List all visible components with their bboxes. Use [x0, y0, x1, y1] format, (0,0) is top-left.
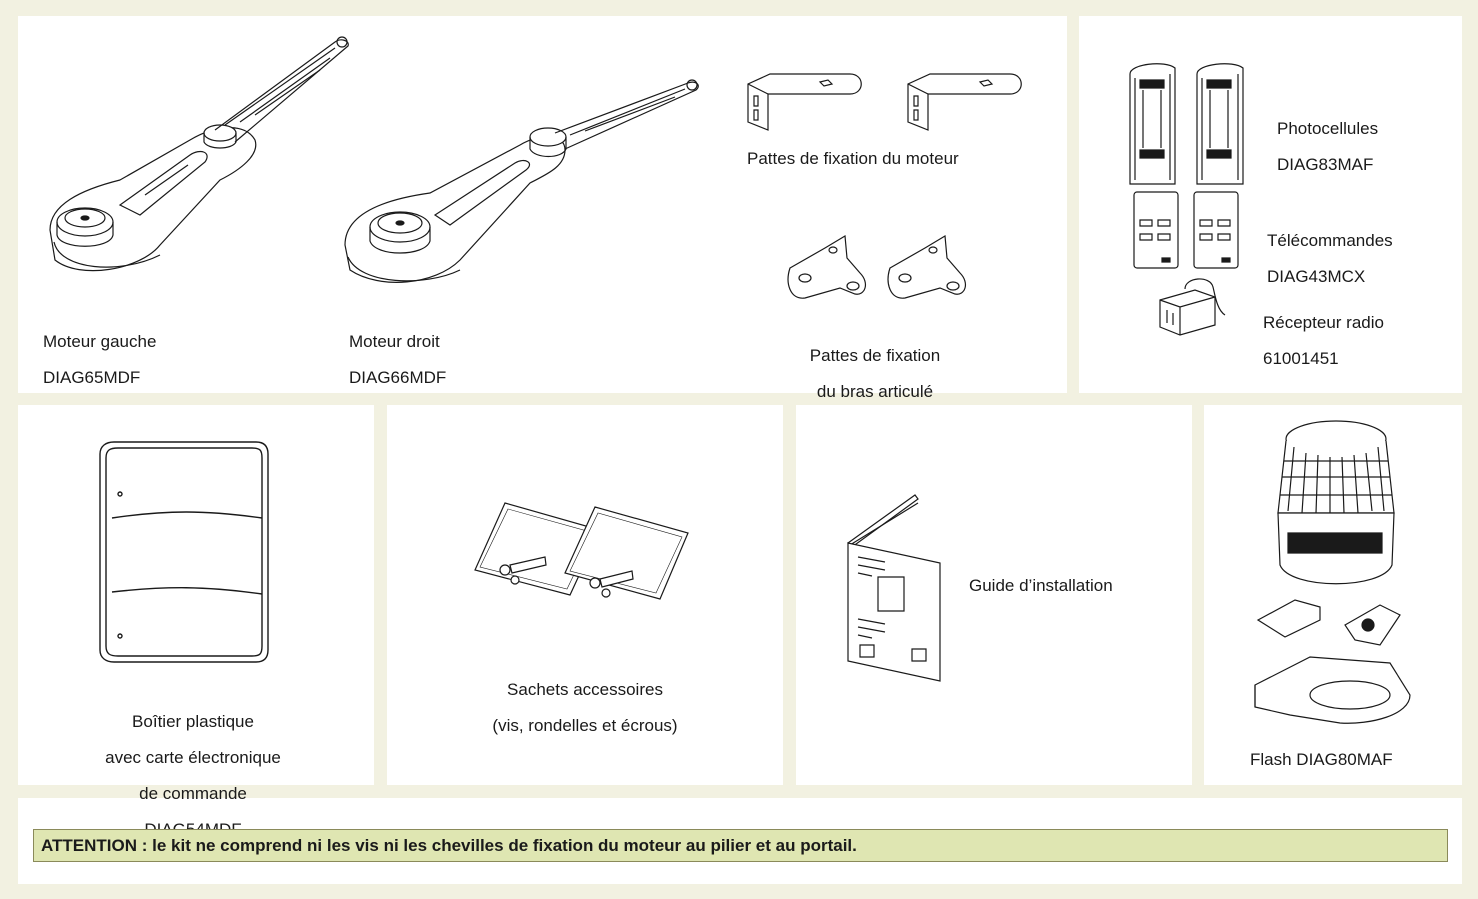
arm-brackets-line1: Pattes de fixation — [809, 346, 941, 365]
right-motor-label: Moteur droit DIAG66MDF — [349, 315, 446, 405]
accessory-bags-line1: Sachets accessoires — [507, 680, 663, 699]
photocells-name: Photocellules — [1277, 119, 1379, 138]
warning-text: ATTENTION : le kit ne comprend ni les vi… — [41, 836, 857, 855]
left-motor-name: Moteur gauche — [43, 332, 157, 351]
warning-banner: ATTENTION : le kit ne comprend ni les vi… — [33, 829, 1448, 862]
left-motor-ref: DIAG65MDF — [43, 368, 141, 387]
motor-brackets-label: Pattes de fixation du moteur — [747, 149, 959, 168]
accessory-bags-illustration — [470, 495, 695, 615]
photocells-label: Photocellules DIAG83MAF — [1277, 102, 1378, 192]
control-box-illustration — [96, 440, 271, 665]
remotes-ref: DIAG43MCX — [1267, 267, 1366, 286]
receiver-label: Récepteur radio 61001451 — [1263, 296, 1384, 386]
panel-accessory-bags — [387, 405, 783, 785]
arm-brackets-label: Pattes de fixation du bras articulé — [785, 329, 965, 419]
arm-brackets-illustration — [785, 228, 985, 303]
install-guide-illustration — [840, 485, 950, 685]
flash-illustration — [1250, 415, 1420, 735]
remotes-illustration — [1132, 190, 1242, 270]
right-motor-name: Moteur droit — [349, 332, 440, 351]
receiver-name: Récepteur radio — [1263, 313, 1384, 332]
install-guide-label: Guide d’installation — [969, 576, 1113, 595]
motor-brackets-illustration — [740, 62, 1020, 132]
remotes-label: Télécommandes DIAG43MCX — [1267, 214, 1393, 304]
left-motor-illustration — [40, 30, 370, 290]
right-motor-ref: DIAG66MDF — [349, 368, 447, 387]
photocells-illustration — [1125, 60, 1255, 190]
control-box-line3: de commande — [139, 784, 247, 803]
right-motor-illustration — [340, 75, 720, 290]
control-box-line1: Boîtier plastique — [132, 712, 254, 731]
photocells-ref: DIAG83MAF — [1277, 155, 1374, 174]
flash-label: Flash DIAG80MAF — [1250, 750, 1393, 769]
control-box-line2: avec carte électronique — [105, 748, 281, 767]
left-motor-label: Moteur gauche DIAG65MDF — [43, 315, 156, 405]
arm-brackets-line2: du bras articulé — [816, 382, 934, 401]
accessory-bags-label: Sachets accessoires (vis, rondelles et é… — [460, 663, 710, 753]
accessory-bags-line2: (vis, rondelles et écrous) — [492, 716, 678, 735]
receiver-ref: 61001451 — [1263, 349, 1339, 368]
remotes-name: Télécommandes — [1267, 231, 1393, 250]
receiver-illustration — [1155, 275, 1230, 340]
